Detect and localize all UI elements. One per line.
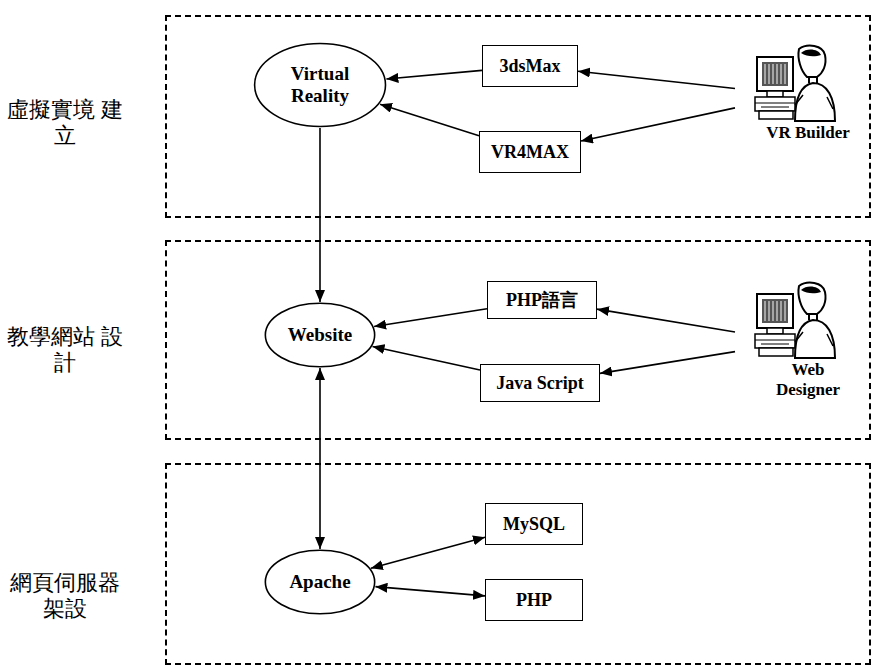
node-label: Java Script xyxy=(496,373,584,394)
tool-box: VR4MAX xyxy=(479,131,581,173)
ellipse-shape xyxy=(265,303,374,367)
role-label: VR Builder xyxy=(766,123,850,143)
tool-box: PHP語言 xyxy=(487,281,597,319)
arrow-connector xyxy=(375,587,485,596)
tool-box: PHP xyxy=(485,579,583,621)
role-label: Web Designer xyxy=(766,360,850,399)
process-ellipse: Website xyxy=(264,302,376,368)
ellipse-shape xyxy=(255,44,386,127)
person-icon: VR Builder xyxy=(735,43,855,147)
arrow-connector xyxy=(600,352,735,374)
arrow-connector xyxy=(597,309,735,332)
node-label: Virtual Reality xyxy=(277,63,363,107)
node-label: Apache xyxy=(289,571,350,593)
node-label: VR4MAX xyxy=(491,142,569,163)
computer-user-icon xyxy=(753,43,837,123)
tool-box: 3dsMax xyxy=(482,45,578,87)
section-label: 虛擬實境 建立 xyxy=(4,97,126,150)
section-band: 教學網站 設計WebsitePHP語言Java ScriptWeb Design… xyxy=(165,240,871,440)
arrow-connector xyxy=(581,108,735,141)
section-label: 網頁伺服器 架設 xyxy=(4,570,126,623)
node-label: Website xyxy=(288,324,352,346)
section-band: 網頁伺服器 架設ApacheMySQLPHP xyxy=(165,463,871,665)
node-label: MySQL xyxy=(503,514,565,535)
arrow-connector xyxy=(380,104,479,136)
arrow-connector xyxy=(578,71,735,88)
section-band: 虛擬實境 建立Virtual Reality3dsMaxVR4MAXVR Bui… xyxy=(165,15,871,218)
node-label: 3dsMax xyxy=(499,56,560,77)
ellipse-shape xyxy=(265,550,374,614)
node-label: PHP xyxy=(516,590,552,611)
arrow-connector xyxy=(319,128,321,302)
computer-user-icon xyxy=(753,280,837,360)
tool-box: MySQL xyxy=(485,503,583,545)
person-icon: Web Designer xyxy=(735,280,855,403)
node-label: PHP語言 xyxy=(506,288,578,312)
process-ellipse: Apache xyxy=(264,549,376,615)
arrow-connector xyxy=(373,346,480,369)
section-label: 教學網站 設計 xyxy=(4,324,126,377)
arrow-connector xyxy=(319,368,321,549)
arrow-connector xyxy=(371,537,485,568)
arrow-connector xyxy=(386,70,482,79)
arrow-connector xyxy=(374,309,487,327)
tool-box: Java Script xyxy=(480,364,600,402)
process-ellipse: Virtual Reality xyxy=(253,42,387,128)
